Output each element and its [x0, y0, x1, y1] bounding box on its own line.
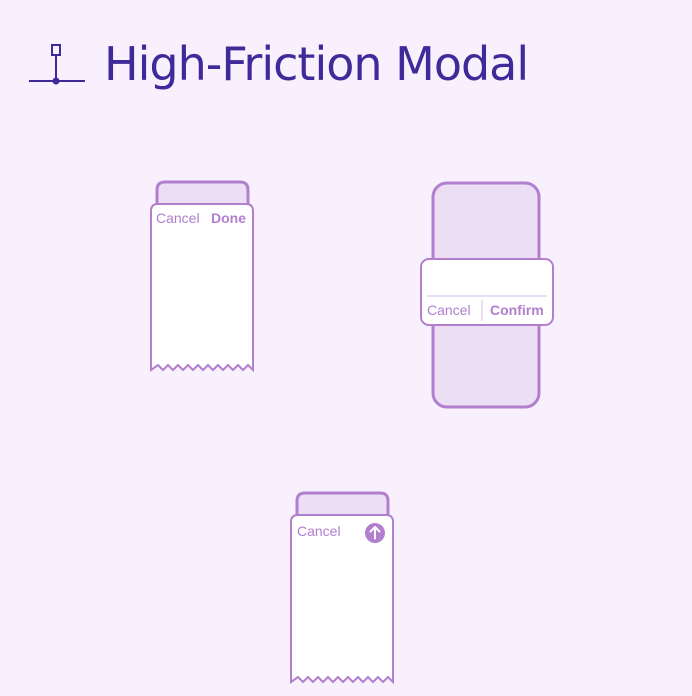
page-title: High-Friction Modal	[104, 37, 529, 91]
done-button[interactable]: Done	[211, 210, 246, 226]
confirm-button[interactable]: Confirm	[490, 302, 544, 318]
modal-sheet	[290, 514, 394, 685]
lever-icon	[29, 44, 85, 85]
page-header: High-Friction Modal	[28, 34, 529, 94]
alert-confirm-variant: Cancel Confirm	[420, 181, 554, 409]
sheet-done-variant: Cancel Done	[150, 180, 254, 373]
cancel-button[interactable]: Cancel	[297, 523, 341, 539]
arrow-up-circle-icon[interactable]	[365, 523, 385, 543]
modal-sheet	[150, 203, 254, 373]
alert-dialog	[420, 258, 554, 326]
phone-top	[295, 491, 390, 518]
cancel-button[interactable]: Cancel	[156, 210, 200, 226]
phone-top	[155, 180, 250, 207]
sheet-send-variant: Cancel	[290, 491, 394, 685]
cancel-button[interactable]: Cancel	[427, 302, 471, 318]
